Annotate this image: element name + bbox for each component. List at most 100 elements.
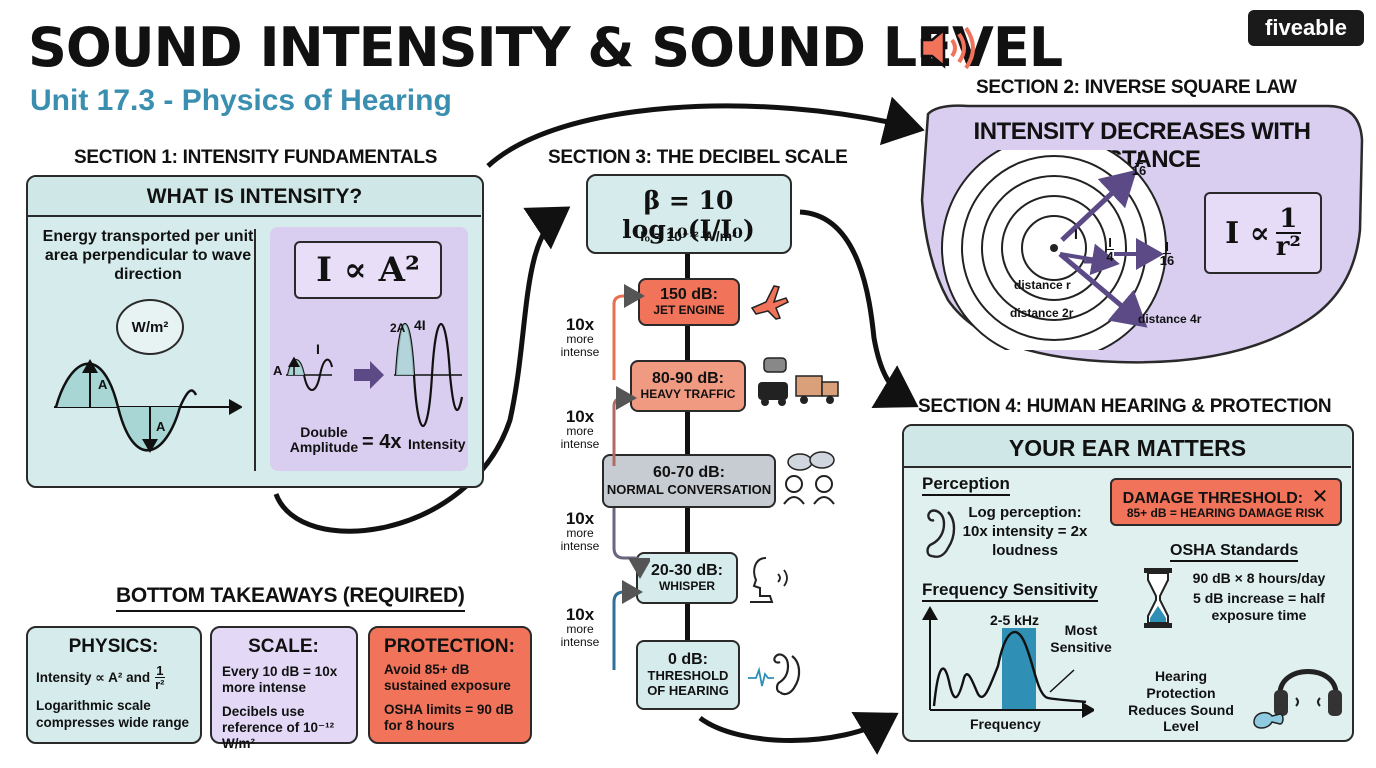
decibel-reference: I₀ = 10⁻¹² W/m² — [640, 228, 737, 244]
inverse-square-diagram — [941, 150, 1167, 350]
brand-logo: fiveable — [1248, 10, 1364, 46]
section1-card-header — [28, 177, 481, 217]
fraction-num: I — [1135, 149, 1143, 164]
traffic-icon — [758, 357, 839, 406]
wave-amplitude-label-top: A — [98, 377, 108, 392]
inverse-square-fraction: 1 r² — [1275, 206, 1301, 262]
level-name: HEAVY TRAFFIC — [640, 387, 736, 402]
takeaway-scale: SCALE: Every 10 dB = 10x more intense De… — [210, 626, 358, 751]
section1-card-title: WHAT IS INTENSITY? — [146, 185, 363, 208]
level-name: WHISPER — [658, 579, 715, 594]
hearing-protection-text: Hearing Protection Reduces Sound Level — [1128, 668, 1234, 735]
multiplier-arrows — [612, 284, 650, 670]
takeaway-physics-line1: Intensity ∝ A² and — [36, 669, 151, 685]
section4-heading: SECTION 4: HUMAN HEARING & PROTECTION — [918, 396, 1332, 417]
conversation-icon — [783, 451, 835, 505]
osha-line1: 90 dB × 8 hours/day — [1192, 570, 1326, 586]
fraction-den: 4 — [1106, 249, 1114, 264]
amplitude-wave-diagram — [54, 359, 242, 453]
close-icon: ✕ — [1311, 486, 1329, 508]
section2-heading: SECTION 2: INVERSE SQUARE LAW — [976, 77, 1297, 98]
arrow-s3-to-s4 — [799, 209, 919, 408]
level-db: 80-90 dB: — [651, 369, 725, 387]
multiplier-label-2: 10x more intense — [556, 408, 604, 451]
page-subtitle: Unit 17.3 - Physics of Hearing — [30, 84, 452, 117]
level-db: 150 dB: — [660, 285, 718, 303]
page-title: SOUND INTENSITY & SOUND LEVEL — [28, 16, 1063, 79]
arrow-s3-bottom-to-s4 — [698, 711, 899, 755]
level-db: 60-70 dB: — [652, 464, 726, 482]
takeaway-protection-title: PROTECTION: — [384, 636, 515, 657]
takeaway-physics-fraction: 1 r² — [155, 663, 165, 692]
fraction-den: r² — [155, 677, 165, 692]
fraction-den: r² — [1275, 232, 1301, 262]
headphones-icon — [1274, 669, 1342, 716]
takeaway-scale-line1: Every 10 dB = 10x more intense — [222, 664, 338, 696]
whisper-icon — [750, 557, 788, 603]
section3-heading: SECTION 3: THE DECIBEL SCALE — [548, 147, 848, 168]
takeaway-scale-line2: Decibels use reference of 10⁻¹² W/m² — [222, 704, 335, 752]
section4-card-header — [904, 426, 1351, 468]
intensity-formula: I ∝ A² — [316, 250, 420, 290]
airplane-icon — [750, 285, 790, 320]
label-I-quarter: I 4 — [1100, 236, 1120, 263]
label-distance-4r: distance 4r — [1138, 312, 1202, 326]
fraction-num: 1 — [1275, 206, 1301, 234]
frequency-band-label: 2-5 kHz — [990, 612, 1040, 628]
decibel-formula-box: β = 10 log₁₀(I/I₀) I₀ = 10⁻¹² W/m² — [586, 174, 792, 254]
decibel-formula: β = 10 log₁₀(I/I₀) — [622, 186, 755, 244]
multiplier-label-3: 10x more intense — [556, 510, 604, 553]
multiplier-value: 10x — [565, 407, 595, 426]
multiplier-label-4: 10x more intense — [556, 606, 604, 649]
multiplier-sub: more intense — [560, 622, 600, 650]
takeaways-heading: BOTTOM TAKEAWAYS (REQUIRED) — [116, 584, 465, 612]
fraction-den: 16 — [1159, 253, 1175, 268]
damage-threshold-text: DAMAGE THRESHOLD: — [1122, 490, 1304, 507]
small-wave-A-label: A — [273, 363, 283, 378]
frequency-sensitivity-chart — [922, 606, 1094, 718]
takeaway-physics: PHYSICS: Intensity ∝ A² and 1 r² Logarit… — [26, 626, 202, 744]
section1-divider — [254, 229, 256, 471]
double-amplitude-diagram — [286, 323, 464, 427]
takeaway-protection: PROTECTION: Avoid 85+ dB sustained expos… — [368, 626, 532, 744]
damage-threshold-title: DAMAGE THRESHOLD: ✕ — [1112, 484, 1339, 509]
multiplier-value: 10x — [565, 315, 595, 334]
fraction-den: 16 — [1131, 163, 1147, 178]
intensity-formula-box: I ∝ A² — [294, 241, 442, 299]
fraction-num: I — [1163, 239, 1171, 254]
intensity-word: Intensity — [408, 436, 466, 452]
level-heavy-traffic: 80-90 dB: HEAVY TRAFFIC — [630, 360, 746, 412]
big-wave-2A-label: 2A — [390, 321, 406, 335]
ear-icon-perception — [926, 509, 956, 558]
arrow-s1-to-s2 — [486, 96, 925, 168]
small-wave-I-label: I — [316, 341, 320, 357]
level-name: NORMAL CONVERSATION — [606, 481, 772, 497]
osha-line2: 5 dB increase = half exposure time — [1193, 590, 1325, 623]
unit-label: W/m² — [131, 318, 169, 336]
multiplier-sub: more intense — [560, 424, 600, 452]
level-db: 20-30 dB: — [650, 561, 724, 579]
osha-heading: OSHA Standards — [1170, 542, 1299, 562]
takeaway-physics-title: PHYSICS: — [68, 636, 159, 657]
earplug-icon — [1253, 711, 1284, 729]
damage-threshold-sub: 85+ dB = HEARING DAMAGE RISK — [1126, 506, 1325, 520]
ear-icon-threshold — [748, 653, 801, 696]
level-name: JET ENGINE — [653, 303, 725, 318]
fraction-num: 1 — [155, 663, 165, 678]
big-wave-4I-label: 4I — [414, 317, 426, 333]
level-normal-conversation: 60-70 dB: NORMAL CONVERSATION — [602, 454, 776, 508]
unit-circle: W/m² — [116, 299, 184, 355]
multiplier-sub: more intense — [560, 332, 600, 360]
label-I-sixteenth-top: I 16 — [1124, 150, 1154, 177]
frequency-axis-label: Frequency — [970, 716, 1041, 732]
fraction-num: I — [1106, 235, 1114, 250]
wave-amplitude-label-bottom: A — [156, 419, 166, 434]
level-jet-engine: 150 dB: JET ENGINE — [638, 278, 740, 326]
multiplier-value: 10x — [565, 605, 595, 624]
takeaway-physics-line2: Logarithmic scale compresses wide range — [36, 698, 190, 730]
level-whisper: 20-30 dB: WHISPER — [636, 552, 738, 604]
frequency-heading: Frequency Sensitivity — [922, 580, 1098, 602]
takeaway-physics-line1-row: Intensity ∝ A² and 1 r² — [36, 664, 196, 691]
takeaway-scale-title: SCALE: — [248, 636, 319, 657]
